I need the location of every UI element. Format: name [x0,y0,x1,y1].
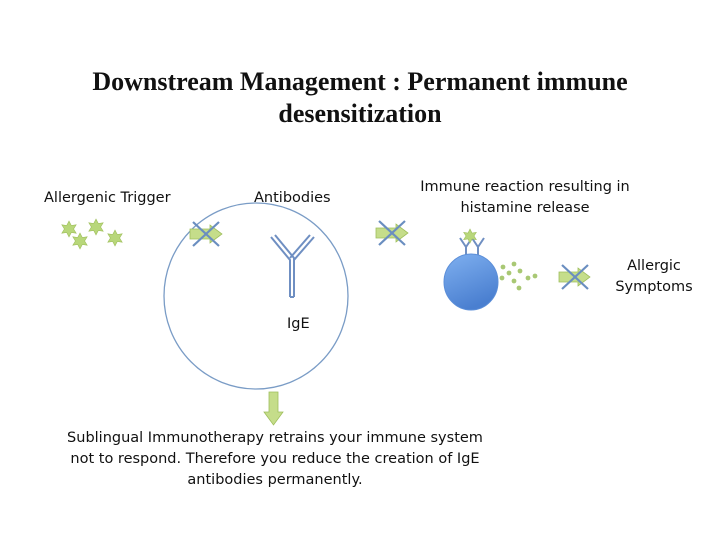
antibodies-label: Antibodies [254,190,331,206]
caption: Sublingual Immunotherapy retrains your i… [30,428,520,491]
antibody-icon [270,234,315,298]
blocked-arrow-1 [189,221,223,247]
allergen-star-icon [107,229,123,247]
slide-title-line-1: Downstream Management : Permanent immune [92,67,628,96]
allergen-star-icon [72,232,88,250]
allergic-symptoms-label-line-2: Symptoms [615,279,693,295]
mast-cell-body [443,253,499,311]
arrow-down-icon [263,391,284,426]
allergenic-trigger-label: Allergenic Trigger [44,190,171,206]
allergic-symptoms-label: Allergic Symptoms [608,256,700,298]
mast-cell [443,228,499,311]
blocked-arrow-2 [375,220,409,246]
immune-reaction-label-line-1: Immune reaction resulting in [420,179,630,195]
cross-icon [378,220,406,246]
cross-icon [192,221,220,247]
cross-icon [561,264,589,290]
allergen-star-icon [463,228,477,244]
slide-title: Downstream Management : Permanent immune… [0,66,720,130]
ige-label: IgE [287,316,310,332]
immune-reaction-label-line-2: histamine release [460,200,590,216]
histamine-dots [499,261,538,291]
immune-reaction-label: Immune reaction resulting in histamine r… [410,177,640,219]
caption-line-3: antibodies permanently. [187,472,363,488]
allergen-star-icon [88,218,104,236]
blocked-arrow-3 [558,264,591,290]
allergen-star-icon [61,220,77,238]
immune-system-circle [163,202,349,390]
caption-line-1: Sublingual Immunotherapy retrains your i… [67,430,483,446]
caption-line-2: not to respond. Therefore you reduce the… [70,451,480,467]
allergic-symptoms-label-line-1: Allergic [627,258,681,274]
slide-title-line-2: desensitization [278,99,442,128]
allergen-stars [61,218,123,250]
